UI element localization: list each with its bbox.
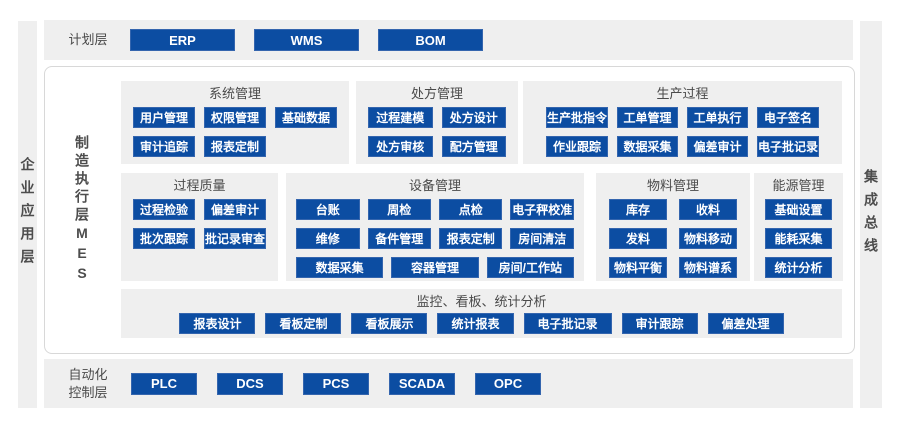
- enterprise-application-layer-label: 企业应用层: [19, 157, 36, 272]
- module-button[interactable]: 偏差处理: [707, 313, 784, 334]
- module-button[interactable]: 发料: [609, 228, 667, 249]
- group-equipment-management-title: 设备管理: [408, 178, 461, 193]
- mes-layer-label-wrap: 制造执行层MES: [71, 67, 93, 353]
- module-button[interactable]: 库存: [609, 199, 667, 220]
- module-button[interactable]: 过程建模: [368, 107, 433, 128]
- automation-control-layer-label: 自动化控制层: [68, 366, 108, 400]
- module-button[interactable]: 能耗采集: [765, 228, 832, 249]
- module-button[interactable]: 看板定制: [265, 313, 342, 334]
- module-button[interactable]: 房间/工作站: [486, 257, 574, 278]
- module-button[interactable]: 数据采集: [296, 257, 384, 278]
- group-material-management: 物料管理 库存 收料 发料 物料移动 物料平衡 物料谱系: [596, 173, 750, 281]
- module-button[interactable]: 工单管理: [617, 107, 678, 128]
- mes-layer-label: 制造执行层MES: [74, 135, 90, 285]
- module-button[interactable]: 物料移动: [679, 228, 737, 249]
- group-system-management-title: 系统管理: [208, 86, 261, 101]
- module-button[interactable]: 基础设置: [765, 199, 832, 220]
- pcs-button[interactable]: PCS: [303, 372, 369, 395]
- erp-button[interactable]: ERP: [130, 29, 235, 51]
- module-button[interactable]: 生产批指令: [546, 107, 609, 128]
- module-button[interactable]: 权限管理: [204, 107, 266, 128]
- module-button[interactable]: 收料: [679, 199, 737, 220]
- module-button[interactable]: 批记录审查: [203, 228, 266, 249]
- module-button[interactable]: 台账: [296, 199, 360, 220]
- module-button[interactable]: 电子秤校准: [510, 199, 574, 220]
- module-button[interactable]: 电子签名: [756, 107, 819, 128]
- group-system-management: 系统管理 用户管理 权限管理 基础数据 审计追踪 报表定制: [121, 81, 349, 164]
- group-material-management-title: 物料管理: [646, 178, 699, 193]
- module-button[interactable]: 数据采集: [617, 136, 678, 157]
- module-button[interactable]: 点检: [439, 199, 503, 220]
- module-button[interactable]: 过程检验: [133, 199, 195, 220]
- automation-control-layer-panel: 自动化控制层 PLC DCS PCS SCADA OPC: [44, 359, 853, 408]
- module-button[interactable]: 房间清洁: [510, 228, 574, 249]
- group-energy-management: 能源管理 基础设置 能耗采集 统计分析: [754, 173, 843, 281]
- module-button[interactable]: 统计报表: [437, 313, 514, 334]
- group-monitoring-dashboard-analysis: 监控、看板、统计分析 报表设计 看板定制 看板展示 统计报表 电子批记录 审计跟…: [121, 289, 842, 338]
- module-button[interactable]: 容器管理: [391, 257, 479, 278]
- dcs-button[interactable]: DCS: [217, 372, 283, 395]
- planning-layer-panel: 计划层 ERP WMS BOM: [44, 20, 853, 60]
- module-button[interactable]: 报表定制: [439, 228, 503, 249]
- module-button[interactable]: 处方设计: [441, 107, 506, 128]
- mes-layer-box: 制造执行层MES 系统管理 用户管理 权限管理 基础数据 审计追踪 报表定制 处…: [44, 66, 855, 354]
- planning-layer-label: 计划层: [68, 32, 108, 48]
- group-monitoring-dashboard-analysis-title: 监控、看板、统计分析: [416, 294, 547, 309]
- module-button[interactable]: 看板展示: [351, 313, 428, 334]
- wms-button[interactable]: WMS: [254, 29, 359, 51]
- group-recipe-management: 处方管理 过程建模 处方设计 处方审核 配方管理: [356, 81, 518, 164]
- scada-button[interactable]: SCADA: [389, 372, 455, 395]
- module-button[interactable]: 批次跟踪: [133, 228, 195, 249]
- group-production-process: 生产过程 生产批指令 工单管理 工单执行 电子签名 作业跟踪 数据采集 偏差审计…: [523, 81, 842, 164]
- module-button[interactable]: 维修: [296, 228, 360, 249]
- group-process-quality-title: 过程质量: [173, 178, 226, 193]
- group-equipment-management: 设备管理 台账 周检 点检 电子秤校准 维修 备件管理 报表定制 房间清洁 数据…: [286, 173, 584, 281]
- plc-button[interactable]: PLC: [131, 372, 197, 395]
- module-button[interactable]: 备件管理: [367, 228, 431, 249]
- module-button[interactable]: 物料谱系: [679, 257, 737, 278]
- module-button[interactable]: 处方审核: [368, 136, 433, 157]
- module-button[interactable]: 报表设计: [179, 313, 256, 334]
- module-button[interactable]: 电子批记录: [756, 136, 819, 157]
- module-button[interactable]: 物料平衡: [609, 257, 667, 278]
- module-button[interactable]: 审计追踪: [133, 136, 195, 157]
- module-button[interactable]: 用户管理: [133, 107, 195, 128]
- enterprise-application-layer-bar: 企业应用层: [18, 21, 37, 408]
- module-button[interactable]: 工单执行: [687, 107, 748, 128]
- module-button[interactable]: 偏差审计: [687, 136, 748, 157]
- group-energy-management-title: 能源管理: [772, 178, 825, 193]
- module-button[interactable]: 基础数据: [275, 107, 337, 128]
- integration-bus-label: 集成总线: [863, 168, 879, 261]
- module-button[interactable]: 统计分析: [765, 257, 832, 278]
- module-button[interactable]: 电子批记录: [523, 313, 612, 334]
- module-button[interactable]: 报表定制: [204, 136, 266, 157]
- integration-bus-bar: 集成总线: [860, 21, 882, 408]
- module-button[interactable]: 配方管理: [441, 136, 506, 157]
- bom-button[interactable]: BOM: [378, 29, 483, 51]
- module-button[interactable]: 审计跟踪: [621, 313, 698, 334]
- module-button[interactable]: 周检: [367, 199, 431, 220]
- group-production-process-title: 生产过程: [656, 86, 709, 101]
- module-button[interactable]: 偏差审计: [203, 199, 266, 220]
- module-button[interactable]: 作业跟踪: [546, 136, 609, 157]
- opc-button[interactable]: OPC: [475, 372, 541, 395]
- group-process-quality: 过程质量 过程检验 偏差审计 批次跟踪 批记录审查: [121, 173, 278, 281]
- group-recipe-management-title: 处方管理: [410, 86, 463, 101]
